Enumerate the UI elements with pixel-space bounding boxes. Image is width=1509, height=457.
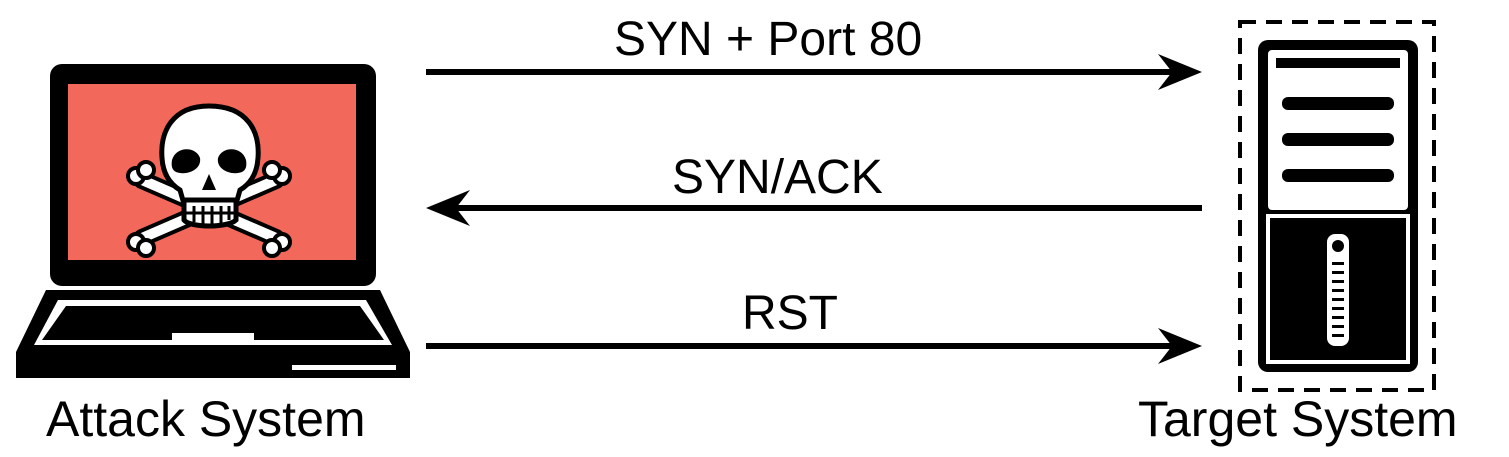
- syn-port-label: SYN + Port 80: [614, 13, 923, 66]
- server-tower-icon: [1238, 20, 1436, 392]
- arrow-syn-ack: [426, 190, 1202, 226]
- arrow-rst: [426, 328, 1202, 364]
- rst-label: RST: [742, 287, 838, 340]
- target-system-label: Target System: [1138, 391, 1458, 447]
- arrow-syn-port: [426, 54, 1202, 90]
- attack-system-label: Attack System: [46, 391, 366, 447]
- syn-ack-label: SYN/ACK: [672, 151, 883, 204]
- target-boundary: [1238, 20, 1436, 392]
- skull-crossbones-icon: [126, 103, 292, 258]
